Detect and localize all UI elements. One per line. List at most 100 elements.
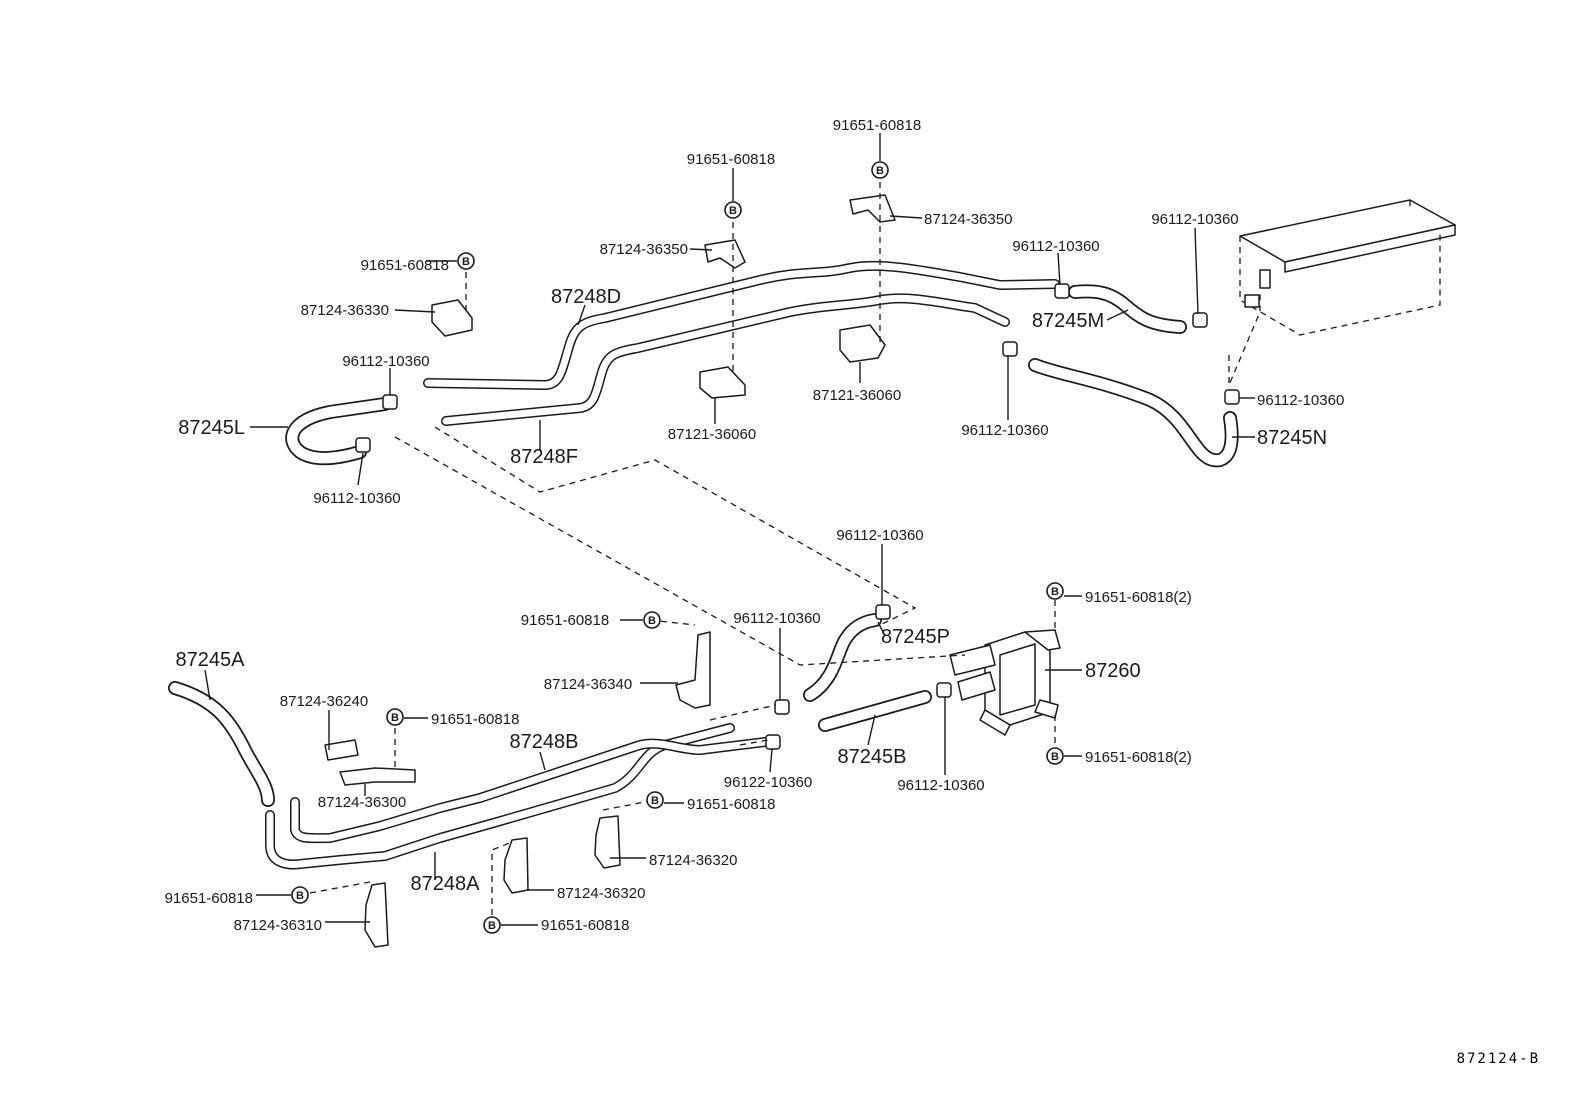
clamp-upper-left-2 — [355, 437, 371, 453]
bolt-symbol-10: B — [483, 916, 501, 934]
svg-text:B: B — [462, 256, 470, 268]
label-p38: 87124-36320 — [557, 885, 645, 902]
bolt-symbol-4: B — [1046, 582, 1064, 600]
clamp-lower-3 — [765, 734, 781, 750]
label-p5: 96112-10360 — [1012, 238, 1099, 255]
label-p24: 87245P — [881, 626, 950, 648]
label-p4: 87124-36350 — [924, 211, 1012, 228]
clamp-upper-mid-1 — [1054, 283, 1070, 299]
bracket-87121-36060-left — [699, 366, 746, 399]
label-p3: 87124-36350 — [600, 241, 688, 258]
label-p41: 87124-36310 — [234, 917, 322, 934]
bracket-87124-36340 — [675, 631, 711, 709]
bracket-87124-36310 — [364, 882, 389, 948]
label-p30: 87248B — [510, 731, 579, 753]
bracket-87124-36350-left — [704, 239, 746, 269]
part-labels: 91651-60818 91651-60818 87124-36350 8712… — [165, 117, 1345, 934]
svg-text:B: B — [648, 615, 656, 627]
label-p26: 87124-36340 — [544, 676, 632, 693]
pipe-87248A — [265, 723, 735, 870]
clamp-upper-right-1 — [1192, 312, 1208, 328]
label-p28: 87124-36240 — [280, 693, 368, 710]
label-p21: 91651-60818(2) — [1085, 589, 1192, 606]
svg-text:B: B — [729, 205, 737, 217]
clamp-upper-mid-2 — [1002, 341, 1018, 357]
bolt-symbol-1: B — [871, 161, 889, 179]
hose-87245P — [803, 613, 882, 702]
bracket-87124-36300 — [339, 767, 416, 786]
pipe-87248D — [423, 260, 1060, 390]
bolt-symbol-8: B — [646, 791, 664, 809]
bracket-87124-36320-left — [503, 837, 529, 894]
bracket-87124-36350-right — [849, 194, 896, 223]
label-p40: 87248A — [411, 873, 481, 895]
label-p19: 87245N — [1257, 427, 1327, 449]
bolt-symbol-5: B — [643, 611, 661, 629]
bolt-symbol-6: B — [386, 708, 404, 726]
label-p12: 96112-10360 — [313, 490, 400, 507]
label-p39: 91651-60818 — [541, 917, 629, 934]
leader-lines — [204, 133, 1255, 926]
label-p2: 91651-60818 — [687, 151, 775, 168]
bracket-87124-36320-right — [594, 815, 621, 869]
clamp-lower-1 — [875, 604, 891, 620]
label-p18: 96112-10360 — [1257, 392, 1344, 409]
label-p27: 87245A — [176, 649, 246, 671]
heater-core-unit — [1239, 199, 1456, 336]
label-p20: 96112-10360 — [836, 527, 923, 544]
bracket-87124-36330 — [431, 299, 473, 337]
hose-87245L — [285, 397, 392, 466]
label-p7: 91651-60818 — [361, 257, 449, 274]
label-p25: 87260 — [1085, 660, 1141, 682]
dashed-reference-lines — [309, 182, 1261, 915]
hose-87245N — [1028, 358, 1239, 468]
label-p37: 87124-36320 — [649, 852, 737, 869]
label-p23: 96112-10360 — [733, 610, 820, 627]
label-p34: 91651-60818(2) — [1085, 749, 1192, 766]
hose-87245M — [1068, 284, 1187, 334]
svg-text:B: B — [1051, 586, 1059, 598]
label-p16: 87245M — [1032, 310, 1104, 332]
label-p6: 96112-10360 — [1151, 211, 1238, 228]
label-p29: 91651-60818 — [431, 711, 519, 728]
label-p42: 91651-60818 — [165, 890, 253, 907]
svg-text:B: B — [651, 795, 659, 807]
bolt-symbol-7: B — [1046, 747, 1064, 765]
label-p17: 96112-10360 — [961, 422, 1048, 439]
label-p9: 87248D — [551, 286, 621, 308]
label-p32: 96122-10360 — [724, 774, 812, 791]
label-p11: 87245L — [178, 417, 245, 439]
hose-87245A — [168, 681, 275, 807]
label-p14: 87121-36060 — [668, 426, 756, 443]
svg-text:B: B — [1051, 751, 1059, 763]
label-p35: 87124-36300 — [318, 794, 406, 811]
svg-text:B: B — [296, 890, 304, 902]
label-p10: 96112-10360 — [342, 353, 429, 370]
water-valve-87260 — [949, 629, 1061, 736]
label-p31: 87245B — [838, 746, 907, 768]
clamp-lower-4 — [936, 682, 952, 698]
hose-87245B — [818, 690, 932, 732]
diagram-reference-code: 872124-B — [1457, 1051, 1540, 1067]
pipe-87248F — [441, 293, 1010, 426]
pipe-87248B — [290, 737, 770, 844]
label-p15: 87121-36060 — [813, 387, 901, 404]
bracket-87121-36060-right — [839, 324, 886, 363]
label-p36: 91651-60818 — [687, 796, 775, 813]
label-p13: 87248F — [510, 446, 578, 468]
bracket-87124-36240 — [324, 739, 359, 761]
svg-text:B: B — [391, 712, 399, 724]
clamp-upper-left-1 — [382, 394, 398, 410]
label-p8: 87124-36330 — [301, 302, 389, 319]
label-p1: 91651-60818 — [833, 117, 921, 134]
label-p22: 91651-60818 — [521, 612, 609, 629]
clamp-upper-right-2 — [1224, 389, 1240, 405]
svg-text:B: B — [876, 165, 884, 177]
svg-text:B: B — [488, 920, 496, 932]
bolt-symbol-3: B — [457, 252, 475, 270]
clamp-lower-2 — [774, 699, 790, 715]
bolt-symbol-2: B — [724, 201, 742, 219]
label-p33: 96112-10360 — [897, 777, 984, 794]
